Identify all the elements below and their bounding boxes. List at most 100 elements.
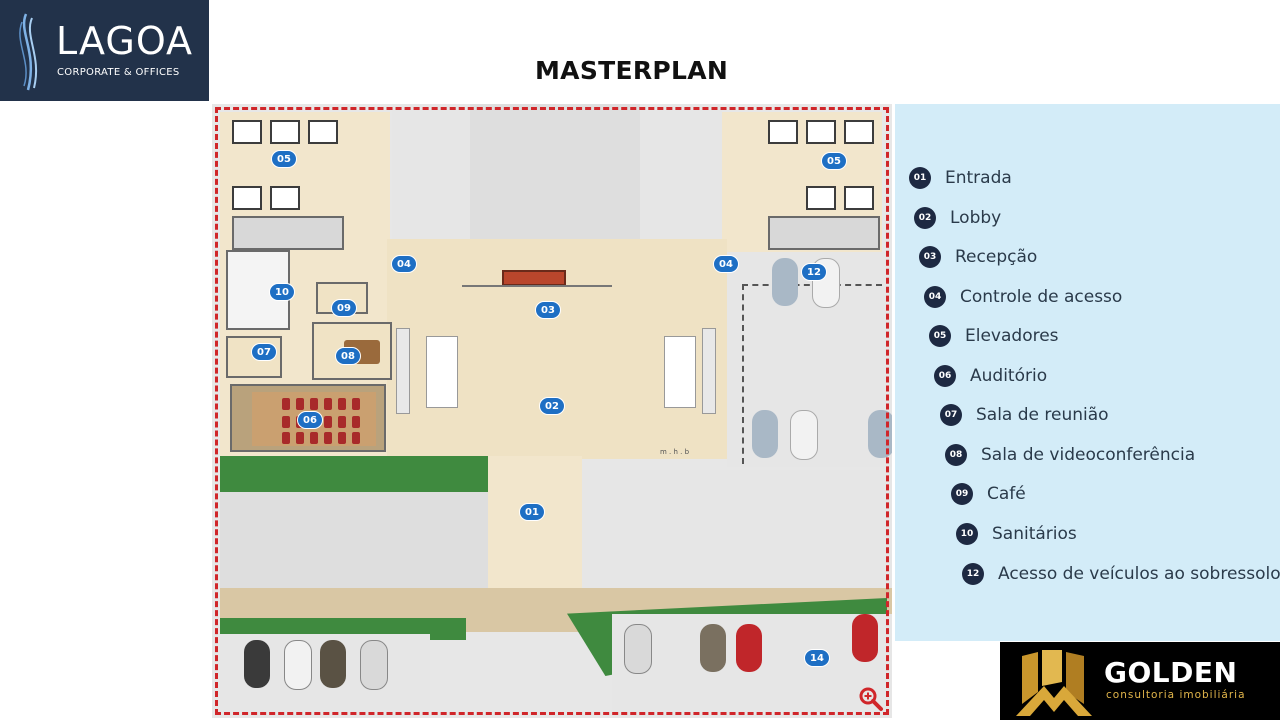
marker-03[interactable]: 03 [535, 301, 561, 319]
parked-car [868, 410, 892, 458]
legend-badge: 02 [914, 207, 936, 229]
legend-label: Auditório [970, 366, 1048, 386]
legend-item: 08 Sala de videoconferência [945, 443, 1195, 467]
marker-06[interactable]: 06 [297, 411, 323, 429]
elevator [806, 186, 836, 210]
parked-car [772, 258, 798, 306]
marker-10[interactable]: 10 [269, 283, 295, 301]
auditorium-seat [352, 416, 360, 428]
auditorium-seat [324, 432, 332, 444]
parked-car [812, 258, 840, 308]
legend-badge: 12 [962, 563, 984, 585]
auditorium-seat [310, 432, 318, 444]
brand-name: LAGOA [56, 19, 194, 63]
auditorium-seat [310, 398, 318, 410]
legend-panel: 01 Entrada 02 Lobby 03 Recepção 04 Contr… [895, 104, 1280, 641]
legend-item: 10 Sanitários [956, 522, 1077, 546]
marker-09[interactable]: 09 [331, 299, 357, 317]
page-title: MASTERPLAN [535, 56, 729, 85]
legend-badge: 05 [929, 325, 951, 347]
courtyard-center [470, 104, 640, 244]
studio-watermark: m . h . b [660, 448, 690, 456]
parked-car [752, 410, 778, 458]
elevator [768, 120, 798, 144]
legend-item: 12 Acesso de veículos ao sobressolo [962, 562, 1280, 586]
lower-east [582, 470, 892, 600]
auditorium-seat [282, 432, 290, 444]
legend-item: 03 Recepção [919, 245, 1037, 269]
legend-badge: 09 [951, 483, 973, 505]
auditorium-seat [324, 398, 332, 410]
reception-desk [502, 270, 566, 286]
legend-item: 09 Café [951, 482, 1026, 506]
marker-05-west[interactable]: 05 [271, 150, 297, 168]
marker-12[interactable]: 12 [801, 263, 827, 281]
parked-car [736, 624, 762, 672]
parked-car [700, 624, 726, 672]
golden-logo-icon [1016, 650, 1092, 716]
marker-07[interactable]: 07 [251, 343, 277, 361]
parked-car [244, 640, 270, 688]
legend-label: Recepção [955, 247, 1038, 267]
legend-label: Sala de reunião [976, 405, 1109, 425]
legend-item: 02 Lobby [914, 206, 1001, 230]
legend-item: 06 Auditório [934, 364, 1047, 388]
legend-badge: 03 [919, 246, 941, 268]
sofa-west [396, 328, 410, 414]
legend-item: 04 Controle de acesso [924, 285, 1122, 309]
legend-label: Entrada [945, 168, 1012, 188]
elevator [844, 120, 874, 144]
parked-car [284, 640, 312, 690]
golden-logo: GOLDEN consultoria imobiliária [1000, 642, 1280, 720]
legend-badge: 08 [945, 444, 967, 466]
legend-label: Acesso de veículos ao sobressolo [998, 564, 1280, 584]
parked-car [320, 640, 346, 688]
legend-badge: 10 [956, 523, 978, 545]
elevator [232, 186, 262, 210]
marker-05-east[interactable]: 05 [821, 152, 847, 170]
marker-08[interactable]: 08 [335, 347, 361, 365]
marker-14[interactable]: 14 [804, 649, 830, 667]
legend-badge: 01 [909, 167, 931, 189]
restrooms [226, 250, 290, 330]
zoom-in-icon[interactable] [858, 686, 884, 712]
elevator [308, 120, 338, 144]
stairs-west [232, 216, 344, 250]
auditorium-seat [324, 416, 332, 428]
golden-tagline: consultoria imobiliária [1106, 689, 1246, 701]
auditorium-seat [338, 416, 346, 428]
auditorium-seat [352, 398, 360, 410]
entrance-path [482, 456, 582, 590]
auditorium-seat [296, 432, 304, 444]
parked-car [852, 614, 878, 662]
garden-west [220, 456, 488, 492]
sofa-east [702, 328, 716, 414]
auditorium-seat [338, 432, 346, 444]
marker-02[interactable]: 02 [539, 397, 565, 415]
elevator [270, 186, 300, 210]
legend-label: Sala de videoconferência [981, 445, 1196, 465]
legend-label: Sanitários [992, 524, 1077, 544]
auditorium-seat [282, 416, 290, 428]
parked-car [790, 410, 818, 460]
marker-04-west[interactable]: 04 [391, 255, 417, 273]
legend-item: 05 Elevadores [929, 324, 1059, 348]
golden-name: GOLDEN [1104, 656, 1238, 689]
lagoa-wave-logo-icon [19, 13, 38, 91]
legend-label: Lobby [950, 208, 1002, 228]
parked-car [624, 624, 652, 674]
marker-04-east[interactable]: 04 [713, 255, 739, 273]
parked-car [360, 640, 388, 690]
elevator [270, 120, 300, 144]
legend-item: 07 Sala de reunião [940, 403, 1109, 427]
auditorium-seat [282, 398, 290, 410]
access-gate-line [462, 285, 612, 287]
auditorium-seat [338, 398, 346, 410]
legend-label: Controle de acesso [960, 287, 1123, 307]
auditorium-seat [296, 398, 304, 410]
lagoa-logo: LAGOA CORPORATE & OFFICES [0, 0, 209, 101]
elevator [844, 186, 874, 210]
marker-01[interactable]: 01 [519, 503, 545, 521]
legend-badge: 04 [924, 286, 946, 308]
legend-badge: 07 [940, 404, 962, 426]
